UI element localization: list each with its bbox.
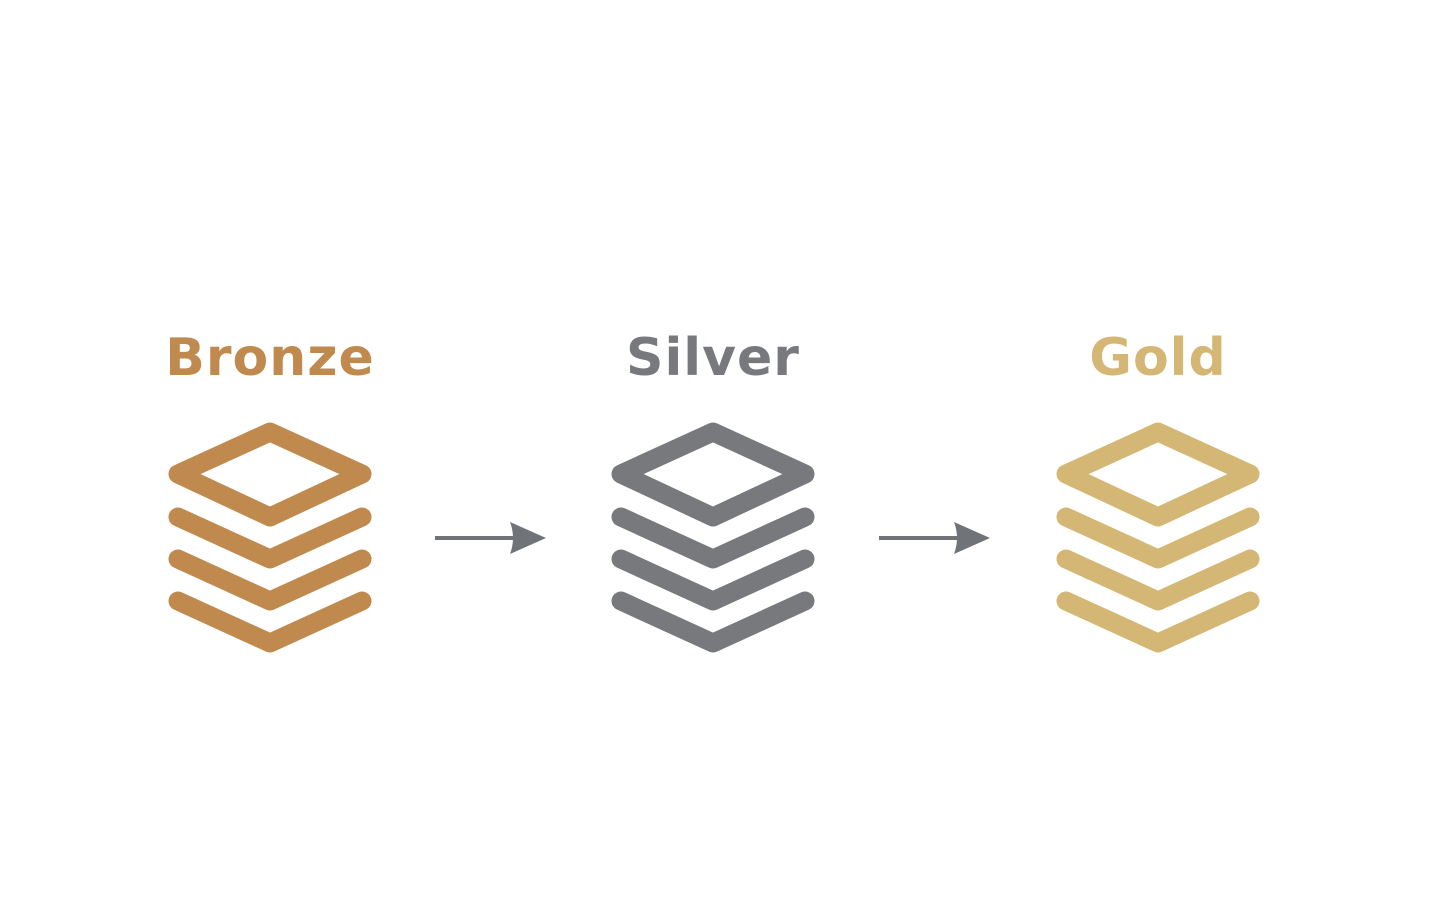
layers-icon xyxy=(1056,422,1260,653)
arrow-right-icon xyxy=(879,522,990,554)
tier-label-silver: Silver xyxy=(626,328,800,388)
tier-label-gold: Gold xyxy=(1089,328,1227,388)
tier-gold: Gold xyxy=(1038,322,1278,653)
arrow-right-icon xyxy=(435,522,546,554)
layers-icon xyxy=(168,422,372,653)
tier-bronze: Bronze xyxy=(150,322,390,653)
tier-label-bronze: Bronze xyxy=(165,328,375,388)
tier-silver: Silver xyxy=(593,322,833,653)
layers-icon xyxy=(611,422,815,653)
